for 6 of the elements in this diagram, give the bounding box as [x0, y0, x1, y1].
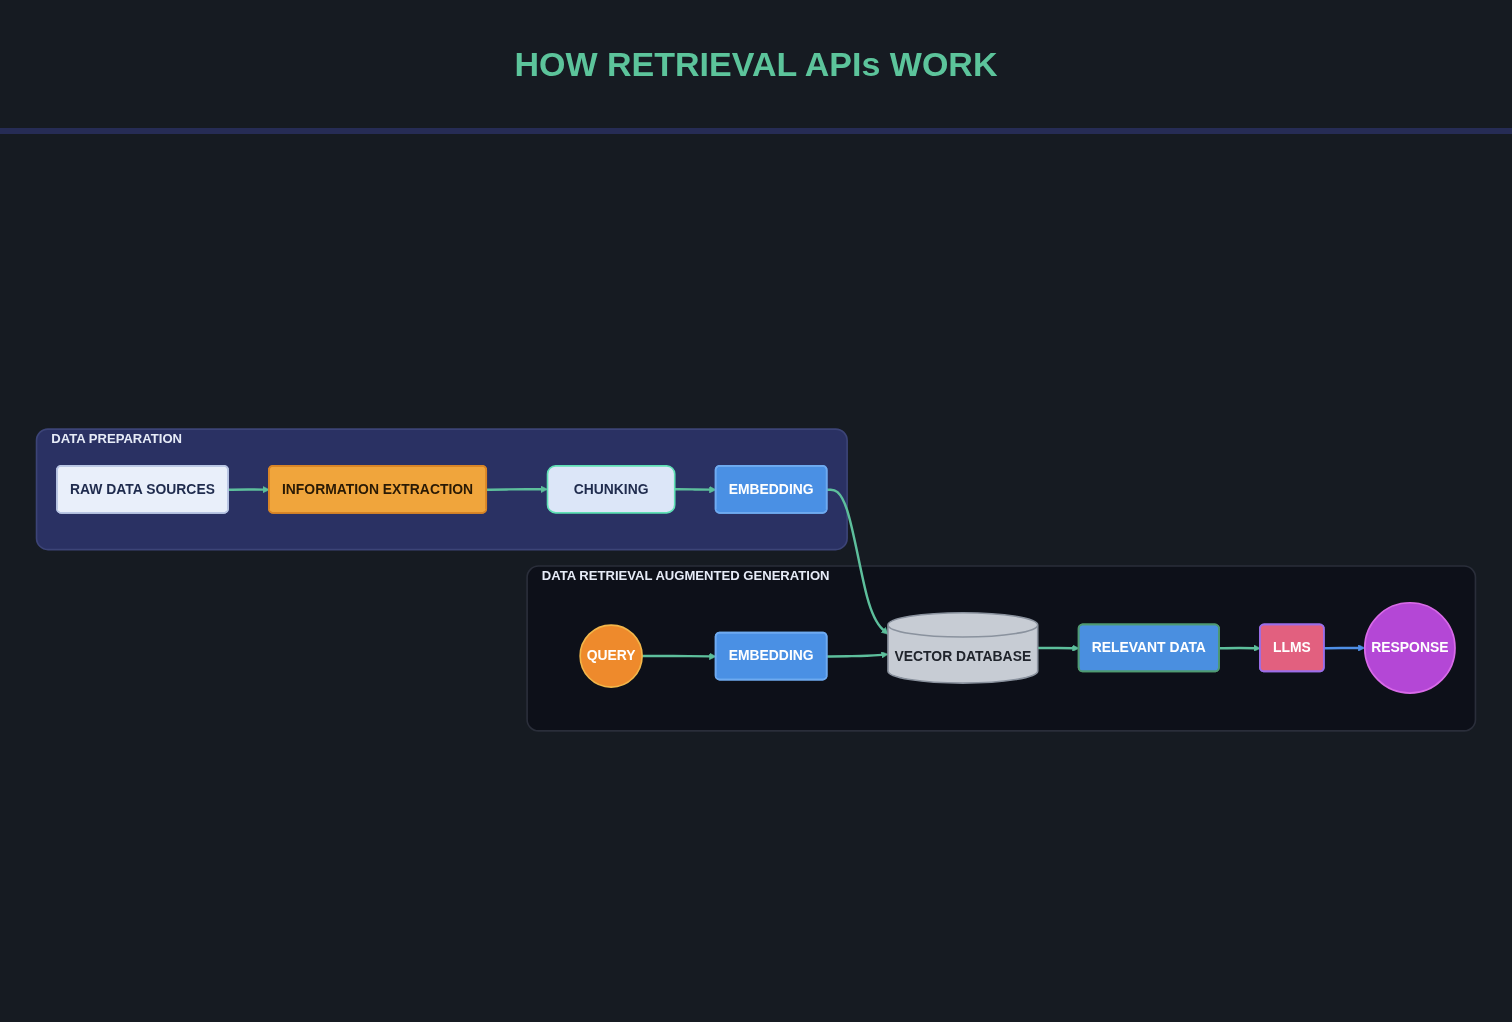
node-circle: RESPONSE: [1363, 601, 1456, 694]
arrow: [827, 651, 889, 659]
title: HOW RETRIEVAL APIs WORK: [514, 44, 998, 84]
node-box: CHUNKING: [546, 465, 676, 514]
arrow: [486, 485, 548, 493]
node-circle: QUERY: [579, 624, 643, 688]
